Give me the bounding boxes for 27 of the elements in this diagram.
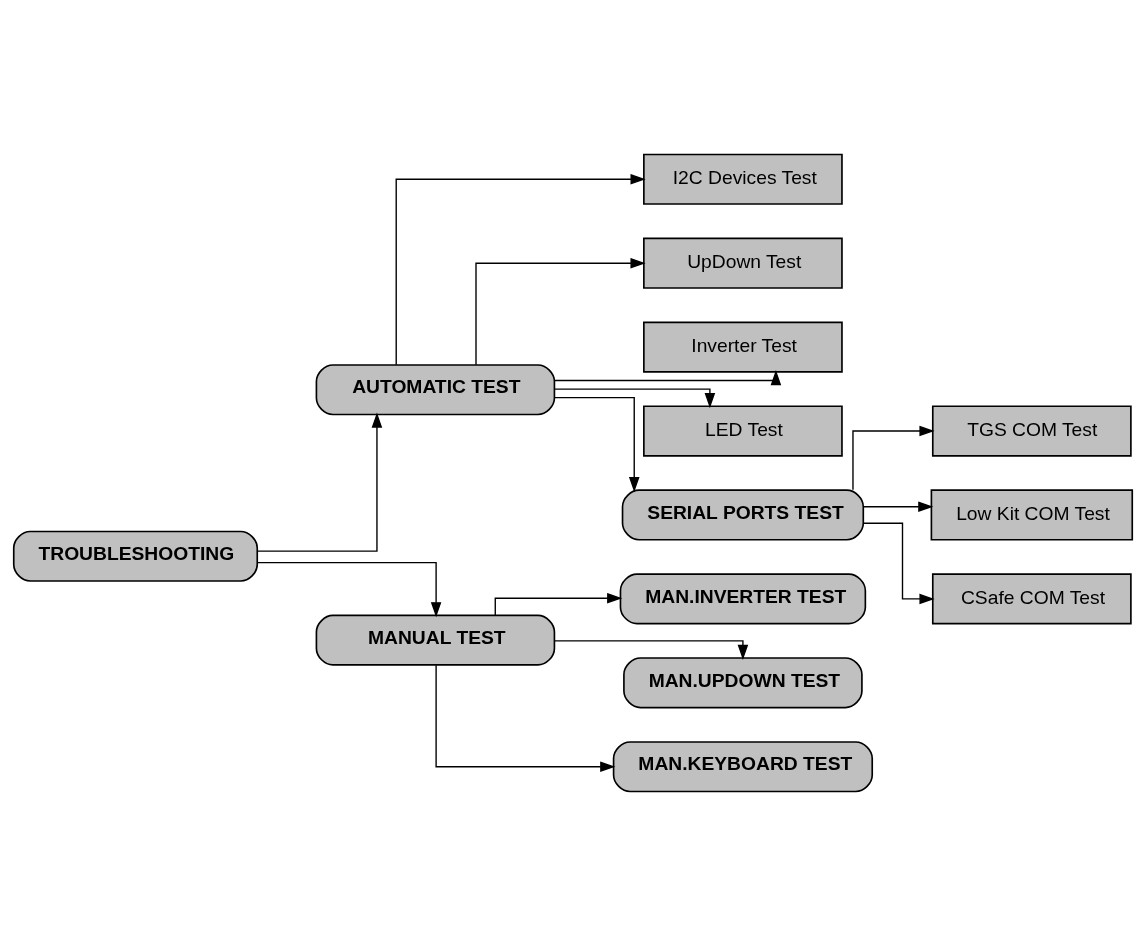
node-box: I2C Devices Test [643, 153, 843, 205]
arrow [553, 397, 640, 493]
arrow [862, 501, 934, 512]
arrow [553, 369, 782, 386]
arrow [435, 664, 616, 773]
arrow [256, 561, 442, 618]
node-box: MAN.INVERTER TEST [619, 573, 867, 625]
node-box: TROUBLESHOOTING [12, 530, 259, 582]
node-box: UpDown Test [643, 237, 843, 289]
arrow [475, 257, 646, 366]
node-box: TGS COM Test [931, 405, 1132, 457]
node-box: Low Kit COM Test [930, 489, 1134, 541]
arrow [256, 412, 383, 552]
arrow [554, 640, 749, 660]
arrow [553, 388, 716, 409]
node-box: MANUAL TEST [315, 614, 556, 666]
node-box: LED Test [643, 405, 843, 457]
arrow [395, 173, 646, 366]
arrow [494, 592, 623, 616]
node-box: CSafe COM Test [931, 573, 1132, 625]
node-box: Inverter Test [643, 321, 843, 373]
node-box: AUTOMATIC TEST [315, 364, 556, 416]
node-box: MAN.UPDOWN TEST [623, 657, 863, 709]
node-box: MAN.KEYBOARD TEST [612, 741, 874, 793]
arrow [862, 522, 935, 605]
node-box: SERIAL PORTS TEST [621, 489, 865, 541]
arrow [852, 425, 935, 491]
